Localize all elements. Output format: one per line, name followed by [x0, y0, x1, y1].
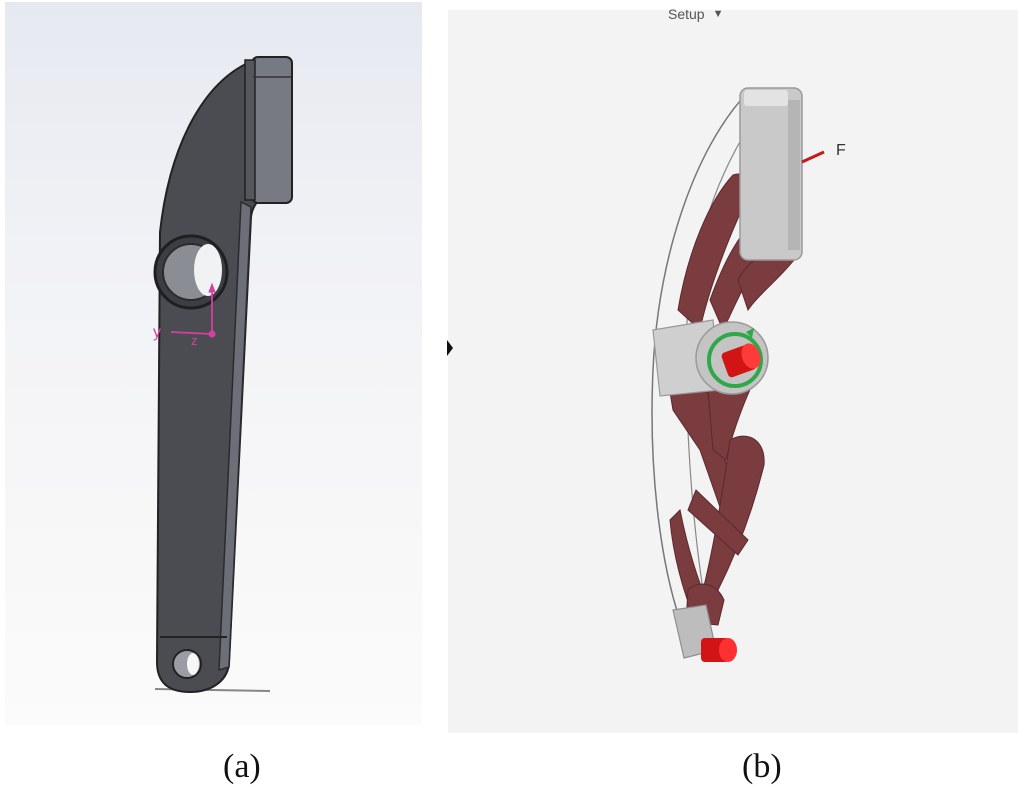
caption-b: (b) [742, 748, 782, 785]
panel-a-cad-view: y z [5, 2, 422, 725]
setup-label: Setup [668, 6, 705, 22]
moment-ring-icon [707, 332, 763, 388]
svg-text:y: y [153, 324, 161, 341]
panel-b-optimization-view [448, 10, 1018, 733]
caption-a: (a) [223, 748, 261, 785]
coordinate-triad-icon: y z [153, 282, 216, 348]
load-label: F [836, 142, 846, 159]
lever-arm-cad-model: y z [153, 56, 293, 694]
hinge-constraint-pin-icon [721, 343, 761, 378]
setup-dropdown[interactable]: Setup ▼ [668, 6, 723, 22]
dropdown-triangle-icon: ▼ [712, 8, 724, 20]
panel-collapse-arrow-icon[interactable] [447, 340, 453, 356]
svg-text:z: z [191, 333, 198, 348]
topology-optimized-lever [651, 87, 825, 662]
load-arrow-icon [801, 150, 825, 164]
bottom-constraint-pin-icon [701, 638, 737, 662]
